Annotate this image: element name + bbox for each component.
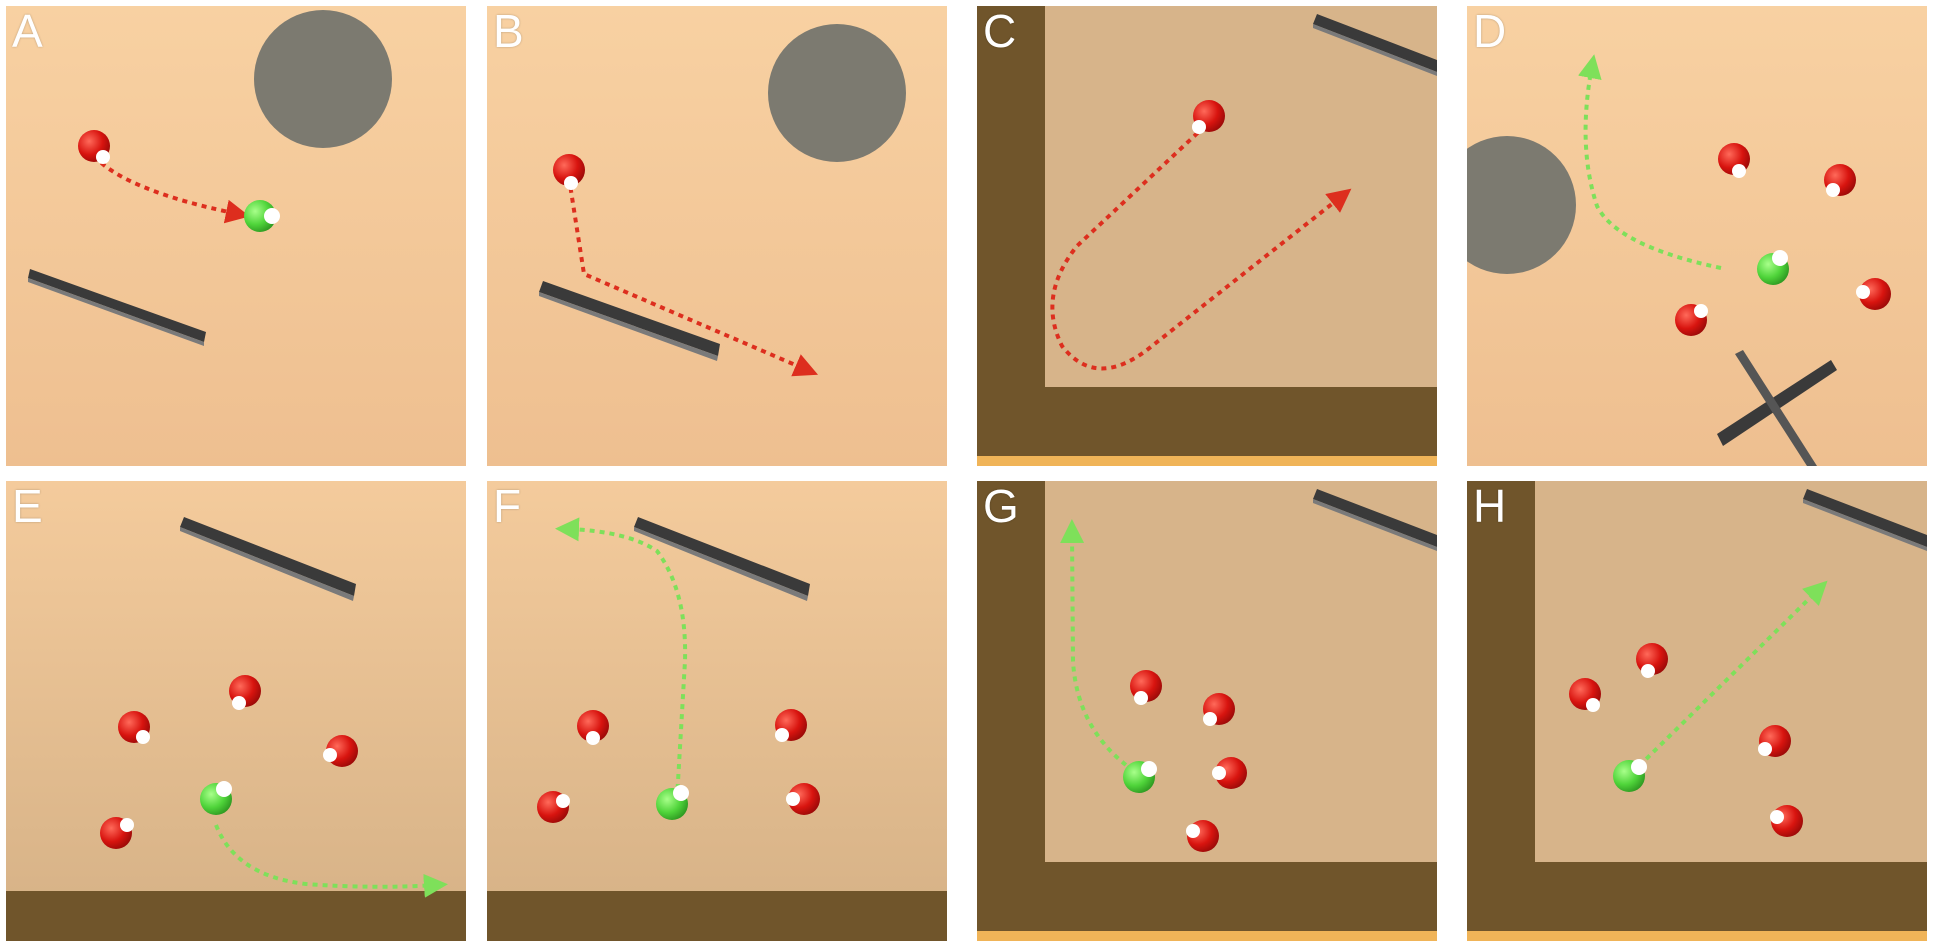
panel-h: H <box>1467 481 1927 941</box>
panel-e: E <box>6 481 466 941</box>
panel-a: A <box>6 6 466 466</box>
red-molecule <box>577 710 609 745</box>
panel-label: C <box>983 6 1017 57</box>
bar-obstacle <box>1313 14 1437 76</box>
cross-obstacle <box>1717 350 1837 466</box>
bar-obstacle <box>539 281 720 361</box>
bar-obstacle <box>28 269 206 346</box>
red-molecule <box>78 130 110 164</box>
red-molecule <box>1636 643 1668 678</box>
panel-label: A <box>12 6 43 57</box>
panel-label: D <box>1473 6 1507 57</box>
wall-bottom <box>487 891 947 941</box>
floor <box>6 6 466 466</box>
red-molecule <box>553 154 585 190</box>
red-molecule <box>1758 725 1791 757</box>
trajectory-arrow <box>555 517 688 800</box>
red-molecule <box>1718 143 1750 178</box>
red-molecule <box>1770 805 1803 837</box>
red-molecule <box>1212 757 1247 789</box>
panel-h-scene <box>1467 481 1927 941</box>
red-molecule <box>229 675 261 710</box>
obstacle-disk <box>1467 136 1576 274</box>
red-molecule <box>1130 670 1162 705</box>
panel-c: C <box>977 6 1437 466</box>
panel-c-scene <box>977 6 1437 466</box>
obstacle-disk <box>768 24 906 162</box>
bar-obstacle <box>1803 489 1927 551</box>
panel-g: G <box>977 481 1437 941</box>
panel-label: G <box>983 481 1019 532</box>
panel-d-scene <box>1467 6 1927 466</box>
red-molecule <box>786 783 820 815</box>
red-molecule <box>1192 100 1225 134</box>
bar-obstacle <box>180 517 356 601</box>
agent-molecule <box>1613 759 1647 792</box>
wall-bottom <box>977 387 1437 466</box>
wall-edge <box>977 931 1437 941</box>
panel-label: F <box>493 481 522 532</box>
trajectory-arrow <box>1050 124 1352 371</box>
red-molecule <box>323 735 358 767</box>
panel-g-scene <box>977 481 1437 941</box>
agent-molecule <box>656 785 689 820</box>
trajectory-arrow <box>214 824 448 898</box>
panel-label: H <box>1473 481 1507 532</box>
agent-molecule <box>1757 250 1789 285</box>
panel-label: E <box>12 481 43 532</box>
floor <box>6 481 466 941</box>
trajectory-arrow <box>1577 54 1722 270</box>
obstacle-disk <box>254 10 392 148</box>
red-molecule <box>1569 678 1601 712</box>
wall-edge <box>1467 931 1927 941</box>
red-molecule <box>1203 693 1235 726</box>
panel-f-scene <box>487 481 947 941</box>
red-molecule <box>1824 164 1856 197</box>
wall-bottom <box>977 862 1437 941</box>
panel-a-scene <box>6 6 466 466</box>
red-molecule <box>1675 304 1708 336</box>
red-molecule <box>1186 820 1219 852</box>
bar-obstacle <box>634 517 810 601</box>
panel-d: D <box>1467 6 1927 466</box>
red-molecule <box>775 709 807 742</box>
wall-edge <box>977 456 1437 466</box>
trajectory-arrow <box>1630 580 1828 775</box>
agent-molecule <box>200 781 232 815</box>
trajectory-arrow <box>1060 519 1136 773</box>
wall-bottom <box>1467 862 1927 941</box>
wall-bottom <box>6 891 466 941</box>
agent-molecule <box>1123 761 1157 793</box>
trajectory-arrow <box>567 177 819 377</box>
panel-b-scene <box>487 6 947 466</box>
panel-label: B <box>493 6 524 57</box>
red-molecule <box>1856 278 1891 310</box>
panel-b: B <box>487 6 947 466</box>
panel-f: F <box>487 481 947 941</box>
red-molecule <box>537 791 570 823</box>
red-molecule <box>118 711 150 744</box>
agent-molecule <box>244 200 280 232</box>
bar-obstacle <box>1313 489 1437 551</box>
panel-e-scene <box>6 481 466 941</box>
red-molecule <box>100 817 134 849</box>
